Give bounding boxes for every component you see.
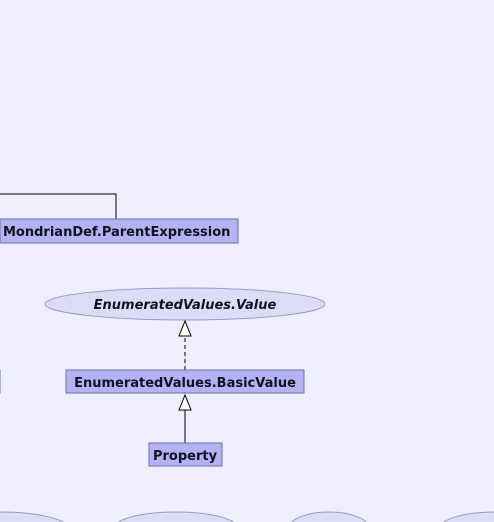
offscreen-ellipse-1 xyxy=(0,511,64,522)
basic-value-label: EnumeratedValues.BasicValue xyxy=(74,376,296,391)
basic-value-box xyxy=(65,369,305,394)
node-basic-value[interactable]: EnumeratedValues.BasicValue xyxy=(65,369,305,394)
parent-expression-label: MondrianDef.ParentExpression xyxy=(3,225,230,240)
realization-arrowhead xyxy=(178,319,192,337)
offscreen-ellipse-3 xyxy=(291,511,367,522)
value-label: EnumeratedValues.Value xyxy=(94,298,277,313)
node-parent-expression[interactable]: MondrianDef.ParentExpression xyxy=(0,218,239,244)
parent-expression-box xyxy=(0,218,239,244)
generalization-arrowhead xyxy=(178,393,192,411)
offscreen-ellipse-4 xyxy=(443,511,494,522)
property-box xyxy=(148,442,223,467)
node-property[interactable]: Property xyxy=(148,442,223,467)
node-value[interactable]: EnumeratedValues.Value xyxy=(44,287,326,321)
property-label: Property xyxy=(153,449,218,464)
offscreen-ellipse-2 xyxy=(117,511,235,522)
edge-to-parent-expression xyxy=(0,193,117,219)
